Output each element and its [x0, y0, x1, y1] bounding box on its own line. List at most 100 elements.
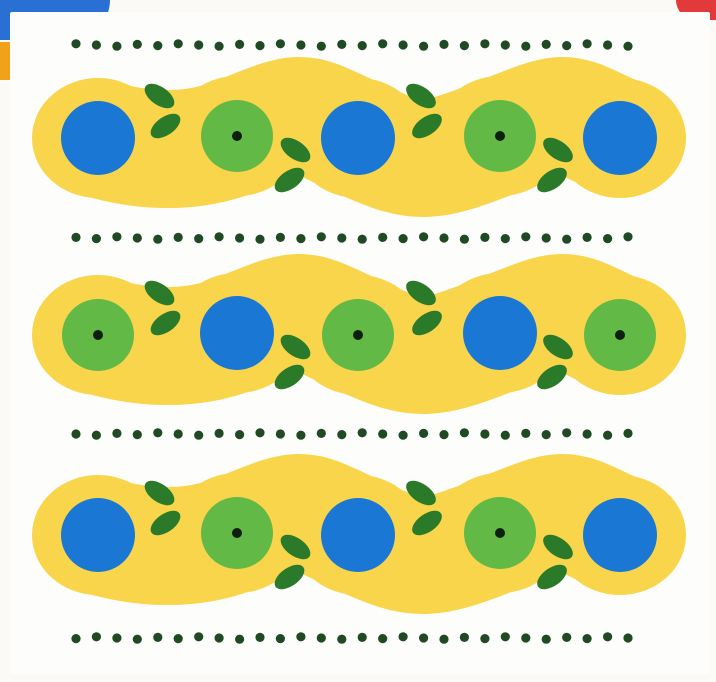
- layer-3-blue-cell: [61, 498, 135, 572]
- dot-row-1-dot: [603, 40, 612, 49]
- dot-row-4-dot: [153, 633, 162, 642]
- layer-1-green-cell-nucleus: [232, 131, 242, 141]
- dot-row-2-dot: [174, 233, 183, 242]
- dot-row-4-dot: [419, 633, 428, 642]
- dot-row-2-dot: [501, 234, 510, 243]
- dot-row-3-dot: [439, 430, 448, 439]
- dot-row-4-dot: [623, 633, 632, 642]
- dot-row-4-dot: [255, 633, 264, 642]
- dot-row-2-dot: [603, 234, 612, 243]
- dot-row-1-dot: [562, 41, 571, 50]
- dot-row-2-dot: [623, 232, 632, 241]
- dot-row-1-dot: [296, 40, 305, 49]
- dot-row-3-dot: [153, 428, 162, 437]
- dot-row-4-dot: [480, 634, 489, 643]
- dot-row-4-dot: [174, 634, 183, 643]
- dot-row-3-dot: [399, 431, 408, 440]
- dot-row-1-dot: [583, 39, 592, 48]
- dot-row-2-dot: [133, 233, 142, 242]
- dot-row-1-dot: [378, 39, 387, 48]
- layer-1-green-cell-nucleus: [495, 131, 505, 141]
- dot-row-4-dot: [215, 633, 224, 642]
- dot-row-1-dot: [112, 42, 121, 51]
- dot-row-3-dot: [419, 429, 428, 438]
- dot-row-4-dot: [583, 634, 592, 643]
- dot-row-3-dot: [194, 431, 203, 440]
- layer-2-blue-cell: [200, 296, 274, 370]
- dot-row-3-dot: [296, 431, 305, 440]
- dot-row-1-dot: [460, 41, 469, 50]
- dot-row-1-dot: [215, 42, 224, 51]
- dot-row-3-dot: [276, 429, 285, 438]
- dot-row-2-dot: [276, 233, 285, 242]
- dot-row-4-dot: [521, 633, 530, 642]
- dot-row-4-dot: [92, 632, 101, 641]
- dot-row-3-dot: [133, 430, 142, 439]
- dot-row-3-dot: [112, 429, 121, 438]
- dot-row-1-dot: [358, 41, 367, 50]
- dot-row-2-dot: [194, 234, 203, 243]
- dot-row-3-dot: [317, 429, 326, 438]
- dot-row-2-dot: [235, 233, 244, 242]
- dot-row-2-dot: [255, 235, 264, 244]
- dot-row-3-dot: [562, 428, 571, 437]
- dot-row-3-dot: [521, 429, 530, 438]
- dot-row-4-dot: [399, 632, 408, 641]
- dot-row-4-dot: [501, 632, 510, 641]
- dot-row-2-dot: [215, 232, 224, 241]
- layer-1-blue-cell: [583, 101, 657, 175]
- dot-row-4-dot: [235, 635, 244, 644]
- dot-row-1-dot: [174, 39, 183, 48]
- dot-row-1-dot: [439, 40, 448, 49]
- dot-row-2-dot: [583, 233, 592, 242]
- dot-row-2-dot: [562, 235, 571, 244]
- dot-row-1-dot: [92, 40, 101, 49]
- dot-row-4-dot: [460, 633, 469, 642]
- dot-row-3-dot: [501, 431, 510, 440]
- dot-row-3-dot: [215, 429, 224, 438]
- dot-row-2-dot: [296, 234, 305, 243]
- dot-row-1-dot: [501, 40, 510, 49]
- dot-row-1-dot: [399, 40, 408, 49]
- dot-row-3-dot: [623, 429, 632, 438]
- dot-row-4-dot: [194, 632, 203, 641]
- dot-row-1-dot: [337, 40, 346, 49]
- dot-row-2-dot: [439, 233, 448, 242]
- dot-row-4-dot: [317, 633, 326, 642]
- dot-row-4-dot: [358, 633, 367, 642]
- dot-row-4-dot: [337, 635, 346, 644]
- dot-row-1-dot: [521, 42, 530, 51]
- dot-row-4-dot: [542, 635, 551, 644]
- dot-row-3-dot: [603, 431, 612, 440]
- dot-row-2-dot: [378, 233, 387, 242]
- dot-row-3-dot: [71, 429, 80, 438]
- dot-row-2-dot: [542, 233, 551, 242]
- dot-row-3-dot: [174, 429, 183, 438]
- dot-row-3-dot: [460, 428, 469, 437]
- dot-row-3-dot: [92, 431, 101, 440]
- dot-row-4-dot: [562, 633, 571, 642]
- dot-row-2-dot: [317, 232, 326, 241]
- dot-row-4-dot: [112, 633, 121, 642]
- dot-row-3-dot: [235, 430, 244, 439]
- layer-2-green-cell-nucleus: [615, 330, 625, 340]
- layer-3-blue-cell: [583, 498, 657, 572]
- dot-row-1-dot: [419, 42, 428, 51]
- dot-row-2-dot: [521, 232, 530, 241]
- layer-1-blue-cell: [61, 101, 135, 175]
- dot-row-3-dot: [542, 430, 551, 439]
- dot-row-4-dot: [296, 632, 305, 641]
- dot-row-3-dot: [378, 429, 387, 438]
- dot-row-2-dot: [399, 234, 408, 243]
- dot-row-1-dot: [255, 41, 264, 50]
- dot-row-3-dot: [583, 429, 592, 438]
- dot-row-2-dot: [460, 235, 469, 244]
- dot-row-4-dot: [71, 634, 80, 643]
- dot-row-2-dot: [153, 235, 162, 244]
- dot-row-1-dot: [276, 39, 285, 48]
- dot-row-3-dot: [255, 428, 264, 437]
- dot-row-2-dot: [92, 234, 101, 243]
- dot-row-1-dot: [317, 42, 326, 51]
- layer-3-blue-cell: [321, 498, 395, 572]
